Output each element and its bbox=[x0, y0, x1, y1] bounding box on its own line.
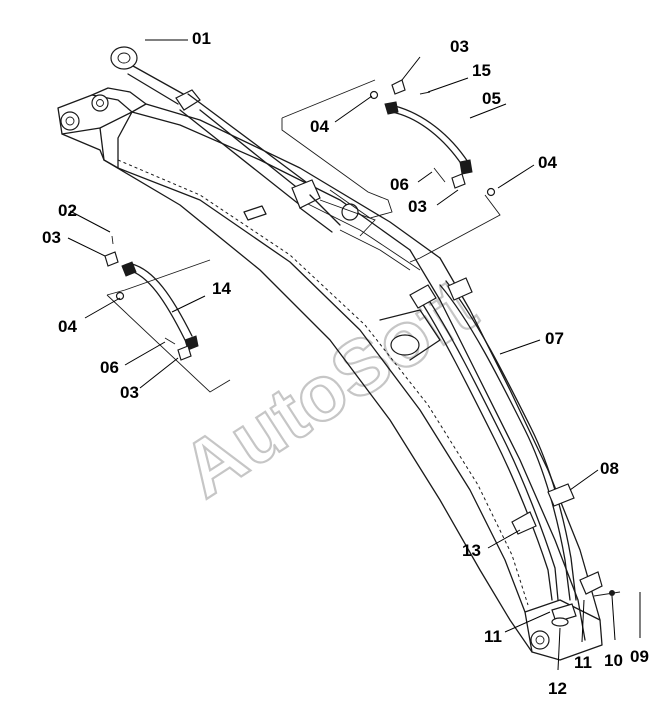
callout-11-left: 11 bbox=[484, 627, 502, 646]
callout-04-top: 04 bbox=[310, 117, 329, 136]
hose-05 bbox=[281, 79, 501, 263]
callout-02: 02 bbox=[58, 201, 77, 220]
callouts: 01 02 03 03 03 03 04 04 04 05 06 06 07 0… bbox=[42, 29, 649, 698]
callout-03-left: 03 bbox=[42, 228, 61, 247]
hose-14 bbox=[104, 235, 231, 393]
callout-03-lower: 03 bbox=[120, 383, 139, 402]
callout-08: 08 bbox=[600, 459, 619, 478]
callout-14: 14 bbox=[212, 279, 231, 298]
callout-12: 12 bbox=[548, 679, 567, 698]
callout-04-left: 04 bbox=[58, 317, 77, 336]
callout-05: 05 bbox=[482, 89, 501, 108]
callout-06-top: 06 bbox=[390, 175, 409, 194]
callout-10: 10 bbox=[604, 651, 623, 670]
leader-lines bbox=[67, 39, 641, 671]
callout-03-top: 03 bbox=[450, 37, 469, 56]
callout-07: 07 bbox=[545, 329, 564, 348]
boom-body bbox=[57, 87, 603, 661]
callout-13: 13 bbox=[462, 541, 481, 560]
callout-04-right: 04 bbox=[538, 153, 557, 172]
boom-cylinder bbox=[110, 46, 376, 237]
callout-06-lower: 06 bbox=[100, 358, 119, 377]
callout-11-right: 11 bbox=[574, 653, 592, 672]
pipe-07 bbox=[409, 277, 621, 627]
callout-15: 15 bbox=[472, 61, 491, 80]
callout-03-mid: 03 bbox=[408, 197, 427, 216]
callout-01: 01 bbox=[192, 29, 211, 48]
callout-09: 09 bbox=[630, 647, 649, 666]
